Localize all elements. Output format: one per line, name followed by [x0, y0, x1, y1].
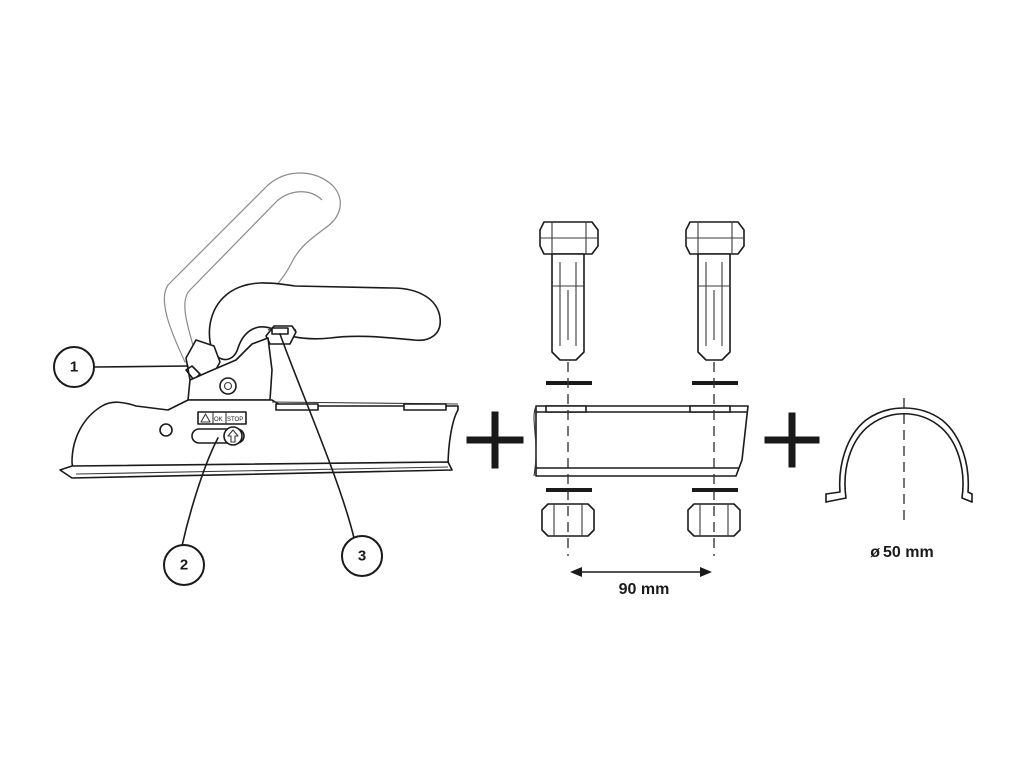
plus-icon-2	[764, 412, 820, 468]
bolt-kit: 90 mm	[533, 221, 749, 598]
coupling-head: OK STOP	[59, 172, 459, 479]
callout-3-leader	[279, 333, 355, 539]
warning-icon	[200, 413, 211, 423]
callout-3-label: 3	[358, 548, 366, 565]
indicator-stop-label: STOP	[227, 417, 243, 423]
nut-left	[541, 503, 595, 537]
bolt-right	[685, 221, 745, 361]
safety-indicator: OK STOP	[191, 411, 247, 446]
callout-2-label: 2	[180, 557, 188, 574]
coupling-body	[71, 399, 459, 473]
callout-2: 2	[163, 544, 205, 586]
drawbar-section	[533, 405, 749, 477]
callout-1-leader	[93, 365, 189, 368]
coupling-head-casting	[187, 337, 273, 401]
callout-1: 1	[53, 346, 95, 388]
hinge-pin	[219, 377, 237, 395]
bolt-spacing-label: 90 mm	[619, 581, 670, 598]
callout-1-label: 1	[70, 359, 78, 376]
side-bolt	[159, 423, 173, 437]
plus-icon	[466, 411, 524, 469]
pipe-diameter-label: 50 mm	[883, 544, 934, 561]
bolt-left	[539, 221, 599, 361]
callout-3: 3	[341, 535, 383, 577]
nut-right	[687, 503, 741, 537]
coupling-handle	[208, 282, 441, 361]
arrow-up-icon	[227, 429, 239, 443]
bolt-spacing-dimension: 90 mm	[570, 567, 712, 598]
diameter-symbol: ø	[870, 544, 880, 561]
pipe-clamp-profile	[825, 413, 973, 503]
callout-2-leader	[181, 437, 219, 547]
indicator-ok-label: OK	[214, 417, 223, 423]
wear-indicator-knob	[223, 426, 243, 446]
